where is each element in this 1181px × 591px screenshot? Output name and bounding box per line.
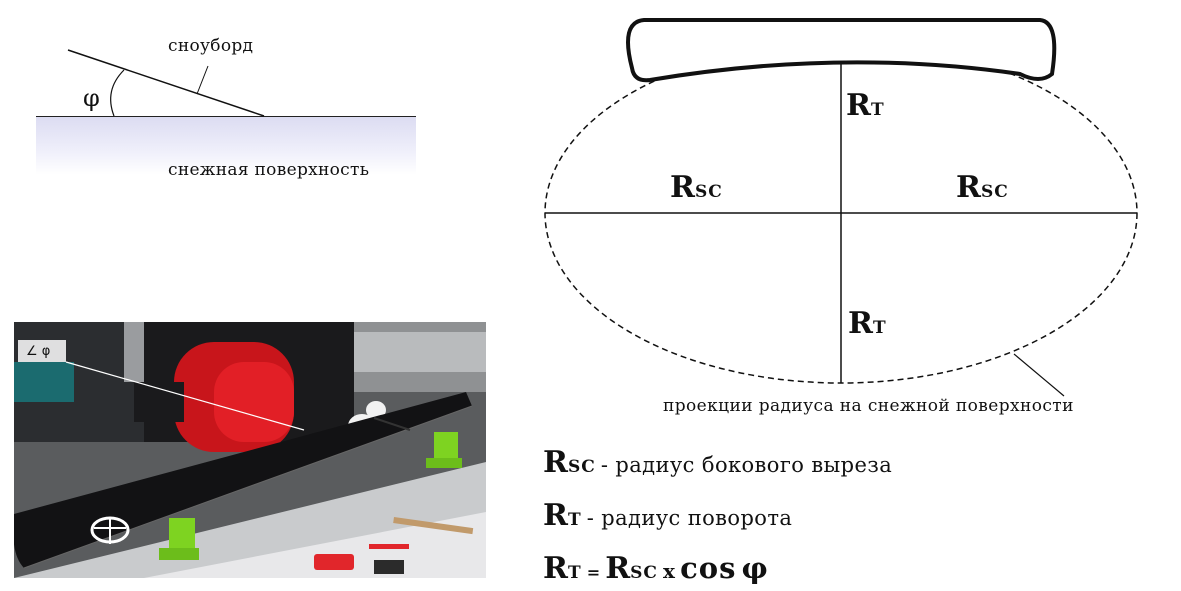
snowboard-line: [67, 49, 265, 117]
snow-surface: [36, 116, 416, 175]
angle-phi-label: φ: [83, 84, 100, 112]
snowboard-tuning-photo: ∠ φ: [14, 322, 486, 578]
photo-illustration: [14, 322, 486, 578]
formula-times: x: [663, 559, 675, 583]
snowboard-profile: [626, 18, 1057, 83]
turn-definition: - радиус поворота: [586, 506, 793, 530]
label-rt-top: RT: [846, 88, 885, 123]
formula-cos: cos: [680, 551, 737, 585]
label-rsc-left: RSC: [670, 170, 723, 205]
angle-overlay-label: ∠ φ: [26, 344, 51, 359]
angle-diagram: сноуборд φ снежная поверхность: [0, 0, 520, 200]
projection-caption: проекции радиуса на снежной поверхности: [663, 396, 1074, 416]
formula-phi: φ: [741, 551, 769, 585]
caption-pointer: [1013, 353, 1065, 397]
ellipse-drawing: [544, 18, 1138, 397]
formula-equals: =: [586, 563, 601, 582]
sidecut-definition: - радиус бокового выреза: [600, 453, 893, 477]
label-rsc-right: RSC: [956, 170, 1009, 205]
legend-sidecut: RSC - радиус бокового выреза: [543, 445, 893, 480]
snowboard-label: сноуборд: [168, 36, 254, 56]
angle-lines: [67, 49, 265, 117]
snowboard-pointer: [196, 65, 209, 95]
legend-formula: RT = RSC x cos φ: [543, 551, 769, 586]
label-rt-bottom: RT: [848, 306, 887, 341]
radius-diagram: RT RSC RSC RT: [520, 0, 1181, 430]
legend-turn: RT - радиус поворота: [543, 498, 793, 533]
angle-arc: [110, 69, 125, 117]
snow-surface-label: снежная поверхность: [168, 160, 370, 180]
